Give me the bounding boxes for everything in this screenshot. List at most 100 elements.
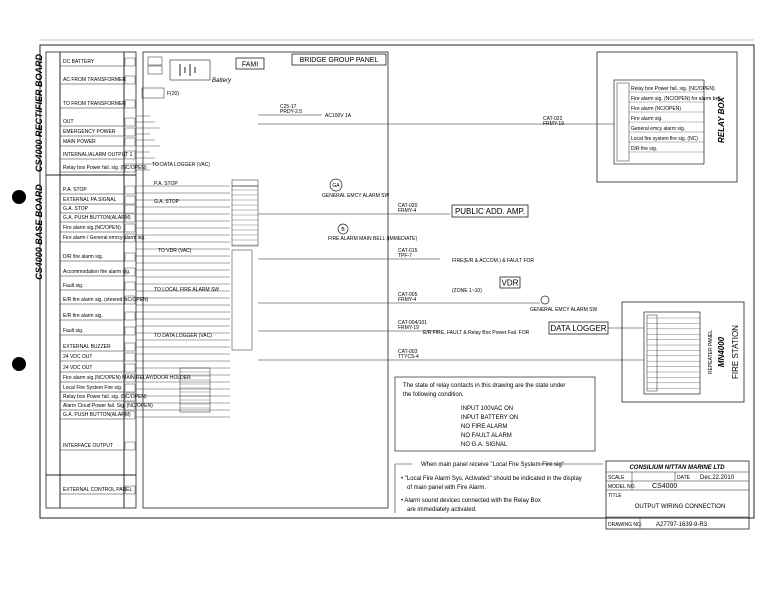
relay-box-row-label: Relay box Power fail. sig. (NC/OPEN) [631,86,715,92]
rectifier-row-label: DC BATTERY [63,59,95,65]
inner-label-to-vdr: TO VDR (VAC) [158,248,192,254]
relay-box-row-label: Fire alarm sig. [631,116,663,122]
cable-id: CAT-004/101 [398,320,427,326]
svg-text:FIRE ALARM MAIN BELL (IMMEDIAT: FIRE ALARM MAIN BELL (IMMEDIATE) [328,236,418,242]
base-row-label: Relay box Power fail. sig. (NC/OPEN) [63,394,147,400]
cable-id: C25-17 [280,104,297,110]
base-row-label: Fire alarm / General emrcy alarm sig. [63,235,146,241]
battery-label: Battery [212,78,232,84]
svg-text:GENERAL EMCY ALARM SW: GENERAL EMCY ALARM SW [322,193,390,199]
base-row-label: E/R fire alarm sig. [63,313,103,319]
base-row-label: EXTERNAL BUZZER [63,344,111,350]
svg-text:DATE: DATE [677,475,691,481]
fire-station-label: FIRE STATION [731,325,740,379]
cable-type: FRMY-4 [398,297,416,303]
base-row-label: G.A. STOP [63,206,89,212]
svg-text:The state of relay contacts in: The state of relay contacts in this draw… [403,383,565,389]
vdr-box [499,276,521,289]
base-row-label: INTERFACE OUTPUT [63,443,113,449]
cable-type: FRMY-19 [398,325,419,331]
bridge-group-panel-frame [142,51,389,509]
svg-text:the following condition.: the following condition. [403,392,464,398]
base-row-label: D/R fire alarm sig. [63,254,103,260]
fire-alarm-main-bell: B FIRE ALARM MAIN BELL (IMMEDIATE) [328,223,418,242]
cable-signal: AC100V 1A [325,113,352,119]
svg-text:B: B [341,227,345,233]
svg-text:TITLE: TITLE [608,493,622,499]
svg-text:• Alarm sound devices connecte: • Alarm sound devices connected with the… [401,498,541,504]
svg-text:NO FAULT ALARM: NO FAULT ALARM [461,433,512,439]
base-row-label: Fault sig. [63,328,83,334]
cable-id: CAT-015 [398,248,418,254]
relay-state-note: The state of relay contacts in this draw… [394,376,596,452]
svg-text:INPUT BATTERY ON: INPUT BATTERY ON [461,415,518,421]
inner-label-pa-stop: P.A. STOP [154,181,178,187]
inner-label-ga-stop: G.A. STOP [154,199,180,205]
inner-label-to-data-logger-2: TO DATA LOGGER (VAC) [154,333,212,339]
general-emcy-alarm-switch-2: GENERAL EMCY ALARM SW [530,295,598,313]
svg-text:INPUT 100VAC ON: INPUT 100VAC ON [461,406,513,412]
cable-id: CAT-003 [398,349,418,355]
base-row-label: Alarm Cloud Power fail. Sig. (NC/OPEN) [63,403,153,409]
relay-box: Relay box Power fail. sig. (NC/OPEN) Fire… [596,51,738,183]
company-name: CONSILIUM NITTAN MARINE LTD [629,465,725,471]
base-row-label: 24 VDC OUT [63,354,92,360]
drawing-number: A27797-1639-9-R3 [656,522,708,528]
battery-symbol: Battery [169,59,232,84]
drawing-date: Dec.22.2010 [700,475,735,481]
cable-id: CAT-022 [543,116,563,122]
svg-text:NO G.A. SIGNAL: NO G.A. SIGNAL [461,442,508,448]
base-row-label: P.A. STOP [63,187,87,193]
relay-box-row-label: Fire alarm (NC/OPEN) [631,106,681,112]
center-terminal-blocks [179,179,259,413]
cable-type: FRMY-4 [398,208,416,214]
cable-id: CAT-020 [398,203,418,209]
zone-note: (ZONE 1~10) [452,288,482,294]
fuse-label: F(20) [167,91,179,97]
svg-text:DRAWING NO.: DRAWING NO. [608,522,642,528]
rectifier-row-label: TO FROM TRANSFORMER [63,101,126,107]
rectifier-row-label: AC FROM TRANSFORMER [63,77,126,83]
base-row-label: 24 VDC OUT [63,365,92,371]
relay-box-row-label: General emcy alarm sig. [631,126,685,132]
svg-text:GENERAL EMCY ALARM SW: GENERAL EMCY ALARM SW [530,307,598,313]
relay-box-label: RELAY BOX [717,96,726,143]
cable-type: PRDY-2.5 [280,109,302,115]
fire-station-panel: FIRE STATION MN4000 REPEATER PANEL [621,301,745,403]
fami-label: FAMI [242,62,258,69]
drawing-title: OUTPUT WIRING CONNECTION [635,504,726,510]
bridge-group-title: BRIDGE GROUP PANEL [300,57,379,64]
title-block: CONSILIUM NITTAN MARINE LTD SCALE DATE D… [605,460,750,530]
inner-label-to-data-logger: TO DATA LOGGER (VAC) [152,162,210,168]
rectifier-row-label: EMERGENCY POWER [63,129,116,135]
base-row-label: EXTERNAL PA SIGNAL [63,197,117,203]
cable-type: TPF-7 [398,253,412,259]
svg-text:• "Local Fire Alarm Sys. Activ: • "Local Fire Alarm Sys. Activated" shou… [401,476,582,482]
relay-box-row-label: D/R fire sig. [631,146,657,152]
svg-text:of main panel with Fire Alarm.: of main panel with Fire Alarm. [407,485,486,491]
punch-hole [12,190,26,204]
base-row-label: Accommodation fire alarm sig. [63,269,130,275]
punch-hole [12,357,26,371]
data-logger-label: DATA LOGGER [550,324,606,333]
fami-box [235,57,265,70]
relay-box-row-label: Local fire system fire sig. (NC) [631,136,698,142]
svg-text:MODEL NO.: MODEL NO. [608,484,636,490]
page-border [39,44,755,519]
cable-id: CAT-005 [398,292,418,298]
bridge-group-title-box [291,53,387,66]
base-row-label: EXTERNAL CONTROL PANEL [63,487,132,493]
data-logger-box [548,321,609,335]
base-row-label: E/R fire alarm sig. (steered NC/OPEN) [63,297,149,303]
mn4000-label: MN4000 [717,336,726,367]
base-row-label: Fire alarm sig.(NC/OPEN) [63,225,121,231]
base-row-label: Fire alarm sig.(NC/OPEN) MAIN RELAY/DOOR… [63,375,191,381]
base-row-label: Local Fire System Fire sig. [63,385,122,391]
general-emcy-alarm-switch: GA GENERAL EMCY ALARM SW [322,178,390,199]
svg-text:SCALE: SCALE [608,475,625,481]
cable-signal: FIRE(E/R & ACCOM.) & FAULT FOR [452,258,534,264]
public-address-amp-label: PUBLIC ADD. AMP. [455,207,525,216]
